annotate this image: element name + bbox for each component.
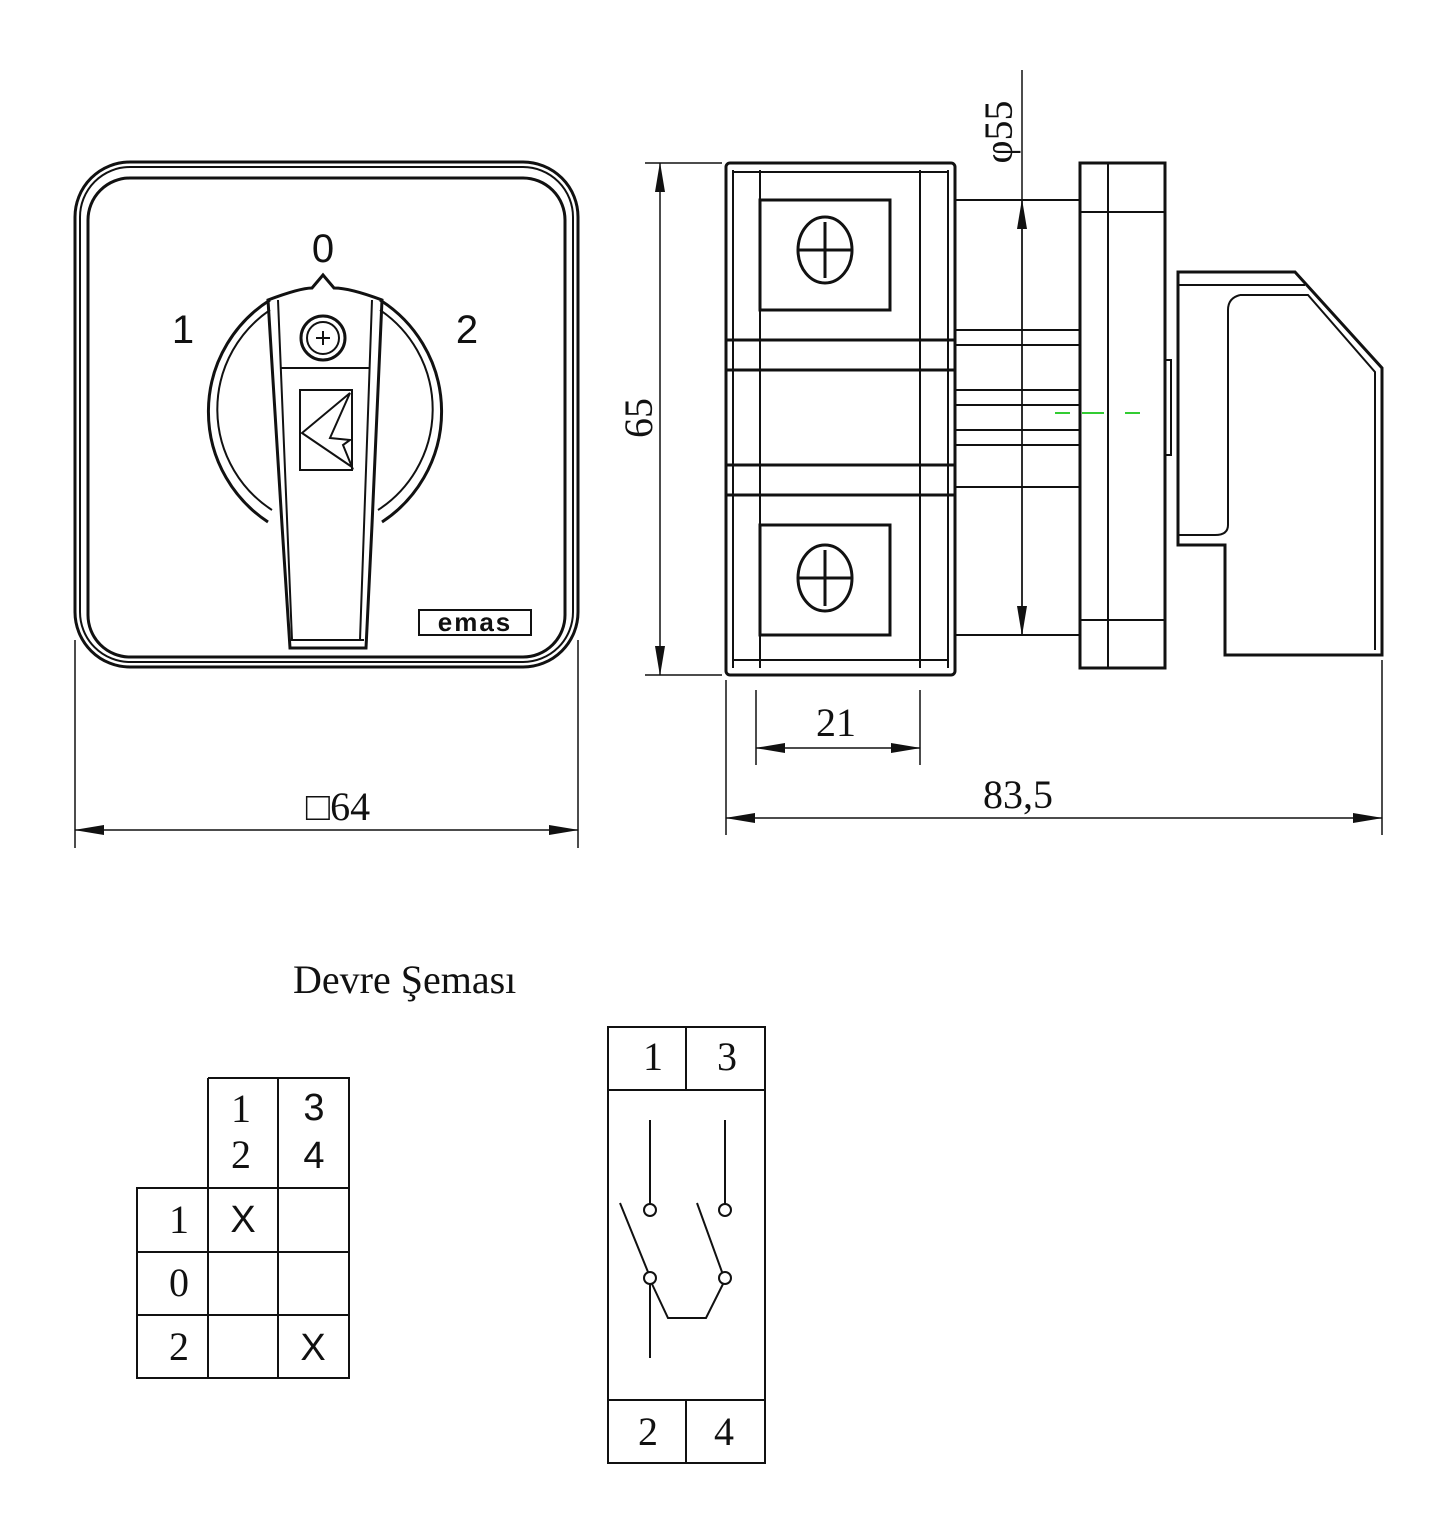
position-label-2: 2 [456,308,478,352]
terminal-bottom [758,523,892,637]
total-depth-label: 83,5 [983,772,1053,817]
circuit-schematic: 1 3 2 4 [607,1026,766,1464]
module-bands [726,338,955,497]
brand-logo-box [418,609,532,636]
module-depth-dimension: 21 [755,690,921,765]
diameter-dimension-label: φ55 [976,100,1021,163]
width-dimension-label: □64 [306,784,370,829]
front-view: 0 1 2 emas [73,160,580,669]
width-dimension: □64 [74,640,579,848]
handle-ridges [277,299,373,641]
terminal-label-3: 3 [717,1034,737,1079]
column-header-2: 2 [231,1132,251,1177]
contact-module-body [724,161,957,677]
mounting-flange [1078,161,1167,670]
column-header-4: 4 [303,1135,324,1177]
handle-side [1176,270,1384,657]
flange-lines [1080,163,1165,668]
brand-logo: emas [438,607,513,637]
row-position-0: 0 [169,1260,189,1305]
front-bezel-mid [79,166,574,663]
row-position-1: 1 [169,1197,189,1242]
dial-right-arc [379,298,444,524]
terminal-label-1: 1 [643,1034,663,1079]
position-label-1: 1 [172,308,194,352]
shaft-lines [955,199,1080,636]
terminal-label-2: 2 [638,1409,658,1454]
contact-symbols [619,1120,732,1358]
column-header-3: 3 [303,1087,324,1129]
total-depth-dimension: 83,5 [725,660,1383,835]
terminal-label-4: 4 [714,1409,734,1454]
front-bezel-outer [73,160,580,669]
handle-side-inner [1178,284,1376,650]
height-dimension-label: 65 [616,398,661,438]
diameter-dimension: φ55 [976,70,1027,636]
module-outline-lines [732,170,949,668]
handle-screw [299,314,347,362]
brand-emblem-icon [299,389,353,471]
module-depth-label: 21 [816,700,856,745]
switching-table: 1 2 3 4 1 0 2 X X [136,1077,350,1379]
screw-cross-icon [316,331,330,345]
front-plate [86,176,567,659]
table-cell: X [230,1199,255,1241]
rotary-handle[interactable] [266,272,384,650]
brand-emblem-bolt [300,392,355,470]
handle-screw-inner [306,321,340,355]
position-label-0: 0 [312,227,334,271]
flange-boss [1164,359,1172,456]
dial-left-arc [206,298,271,524]
dial-inner-arc [216,309,434,511]
diagram-title: Devre Şeması [293,957,516,1002]
row-position-2: 2 [169,1324,189,1369]
side-view [724,161,1384,677]
column-header-1: 1 [231,1086,251,1131]
height-dimension: 65 [616,162,722,676]
terminal-top [758,198,892,312]
table-cell: X [300,1327,325,1369]
